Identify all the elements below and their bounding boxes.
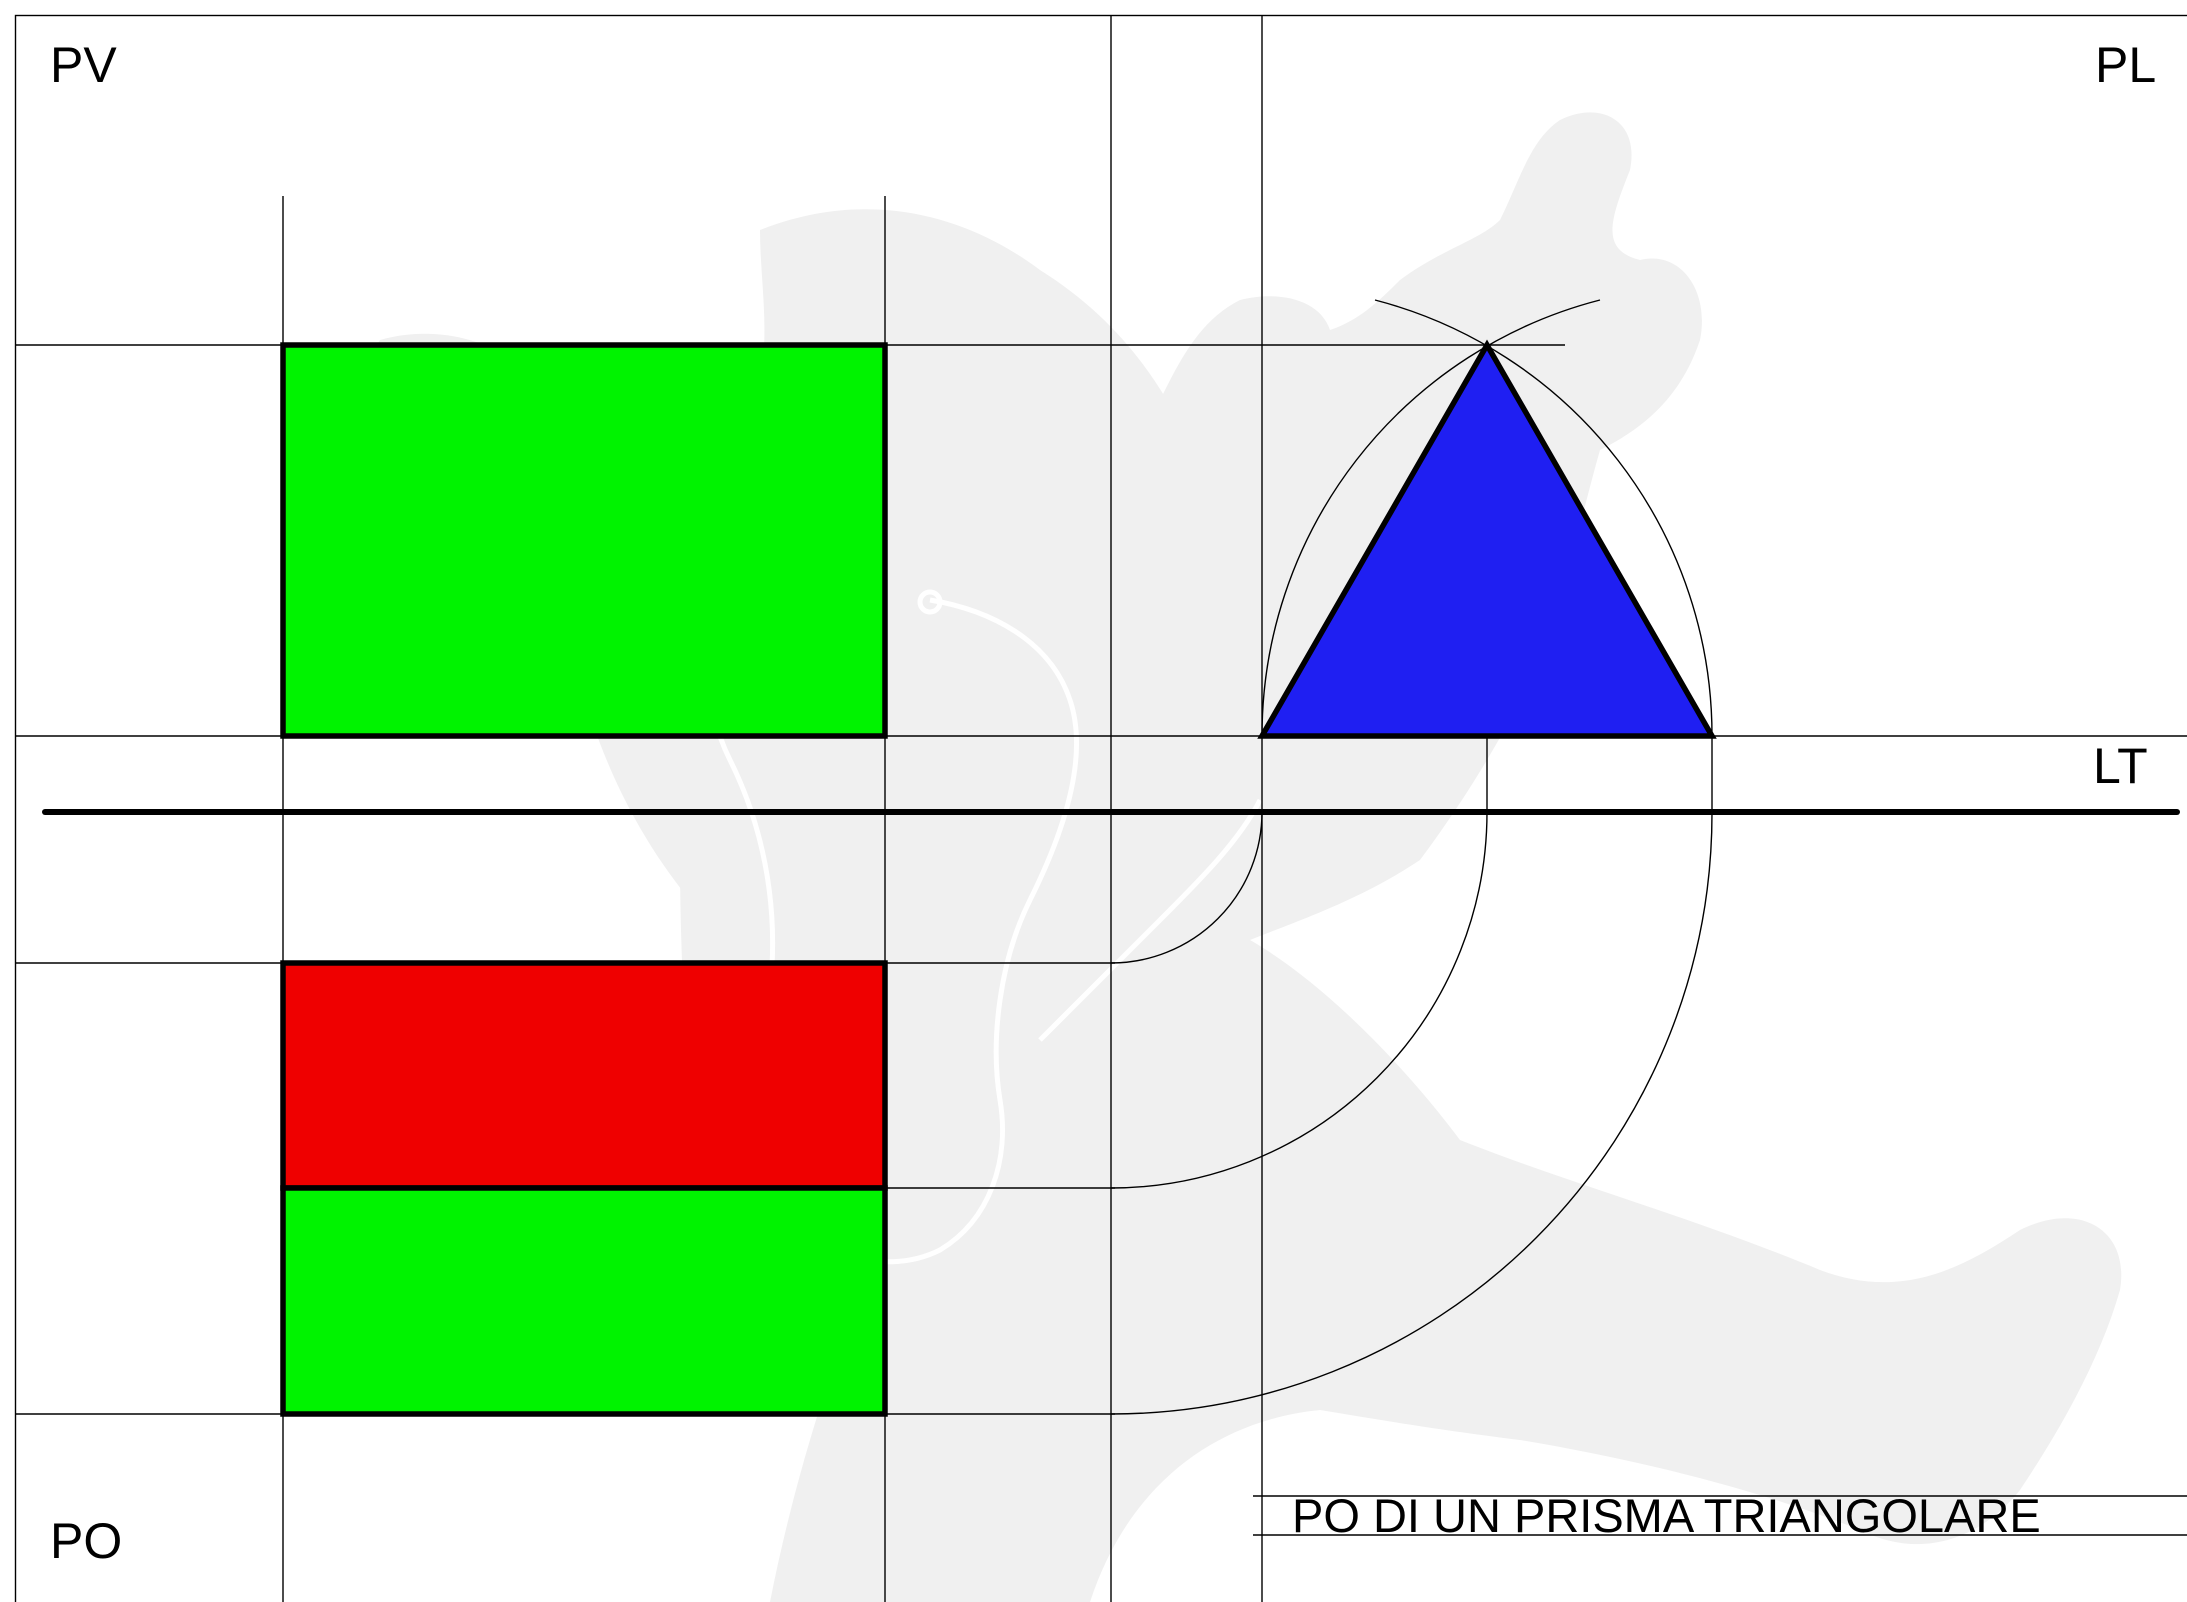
front-view-rectangle [280, 342, 888, 739]
label-pl: PL [2095, 37, 2156, 93]
compass-arc-right [1261, 299, 1601, 737]
compass-arc-left [1374, 299, 1713, 737]
top-view-lower-face [280, 1185, 888, 1417]
transfer-arc-1 [1110, 811, 1263, 964]
transfer-arc-3 [1110, 811, 1713, 1415]
side-view-triangle [1257, 339, 1717, 739]
drawing-title: PO DI UN PRISMA TRIANGOLARE [1292, 1489, 2041, 1542]
label-po: PO [50, 1513, 122, 1569]
label-pv: PV [50, 37, 117, 93]
top-view-upper-face [280, 960, 888, 1191]
transfer-arc-2 [1110, 811, 1488, 1189]
label-lt: LT [2093, 738, 2148, 794]
